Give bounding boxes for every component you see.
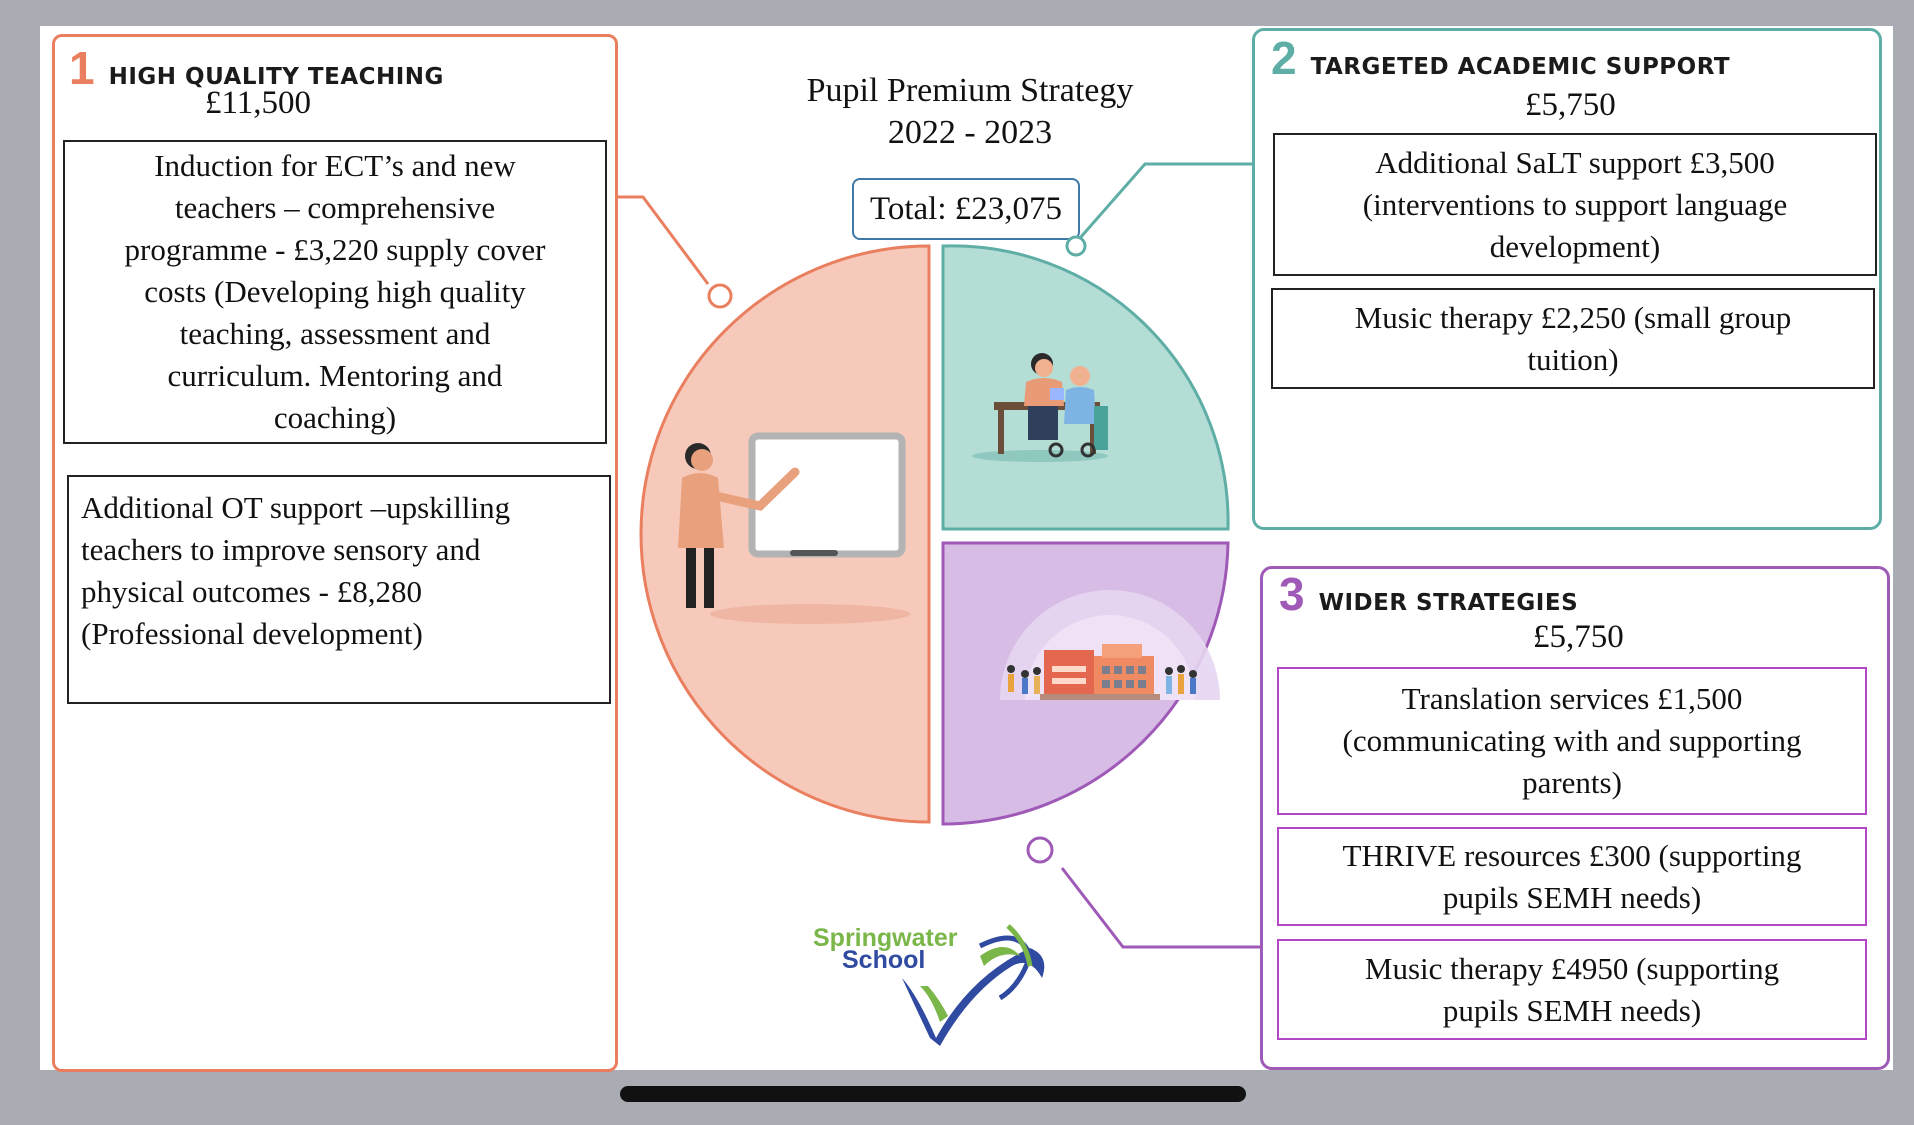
panel-3-heading: 3 WIDER STRATEGIES [1279, 571, 1578, 617]
panel-3-number: 3 [1279, 568, 1305, 620]
panel-1-amount: £11,500 [205, 85, 312, 121]
panel-3-title: WIDER STRATEGIES [1318, 590, 1579, 616]
panel-1-heading: 1 HIGH QUALITY TEACHING [69, 45, 444, 91]
page-title: Pupil Premium Strategy 2022 - 2023 [806, 72, 1134, 151]
strategy-canvas: 1 HIGH QUALITY TEACHING £11,500 Inductio… [40, 26, 1893, 1072]
school-building-icon [1000, 590, 1220, 700]
total-badge: Total: £23,075 [852, 178, 1080, 240]
panel-3-amount: £5,750 [1533, 619, 1624, 655]
item-music-therapy-small-group: Music therapy £2,250 (small group tuitio… [1271, 288, 1875, 389]
connector-targeted [1065, 162, 1252, 257]
panel-2-amount: £5,750 [1525, 87, 1616, 123]
strategy-diagram [618, 162, 1260, 1046]
panel-wider-strategies: 3 WIDER STRATEGIES £5,750 Translation se… [1260, 566, 1890, 1070]
springwater-logo-check-icon [902, 924, 1045, 1046]
panel-1-title: HIGH QUALITY TEACHING [108, 64, 444, 90]
item-ot-support: Additional OT support –upskilling teache… [67, 475, 611, 704]
panel-2-title: TARGETED ACADEMIC SUPPORT [1310, 54, 1731, 80]
item-translation-services: Translation services £1,500 (communicati… [1277, 667, 1867, 815]
panel-high-quality-teaching: 1 HIGH QUALITY TEACHING £11,500 Inductio… [52, 34, 618, 1072]
item-music-therapy-semh: Music therapy £4950 (supporting pupils S… [1277, 939, 1867, 1040]
panel-2-heading: 2 TARGETED ACADEMIC SUPPORT [1271, 35, 1730, 81]
panel-targeted-academic-support: 2 TARGETED ACADEMIC SUPPORT £5,750 Addit… [1252, 28, 1882, 530]
panel-2-number: 2 [1271, 32, 1297, 84]
logo-text-springwater: Springwater [813, 924, 958, 952]
logo-text-school: School [842, 946, 926, 974]
connector-teaching [618, 195, 733, 309]
teacher-whiteboard-icon [678, 432, 910, 624]
panel-1-number: 1 [69, 42, 95, 94]
segment-targented-support [941, 244, 1230, 531]
item-salt-support: Additional SaLT support £3,500 (interven… [1273, 133, 1877, 276]
item-ect-induction: Induction for ECT’s and new teachers – c… [63, 140, 607, 444]
connector-wider [1026, 836, 1260, 949]
tutoring-desk-icon [972, 353, 1108, 462]
home-indicator-bar[interactable] [620, 1086, 1246, 1102]
item-thrive-resources: THRIVE resources £300 (supporting pupils… [1277, 827, 1867, 926]
